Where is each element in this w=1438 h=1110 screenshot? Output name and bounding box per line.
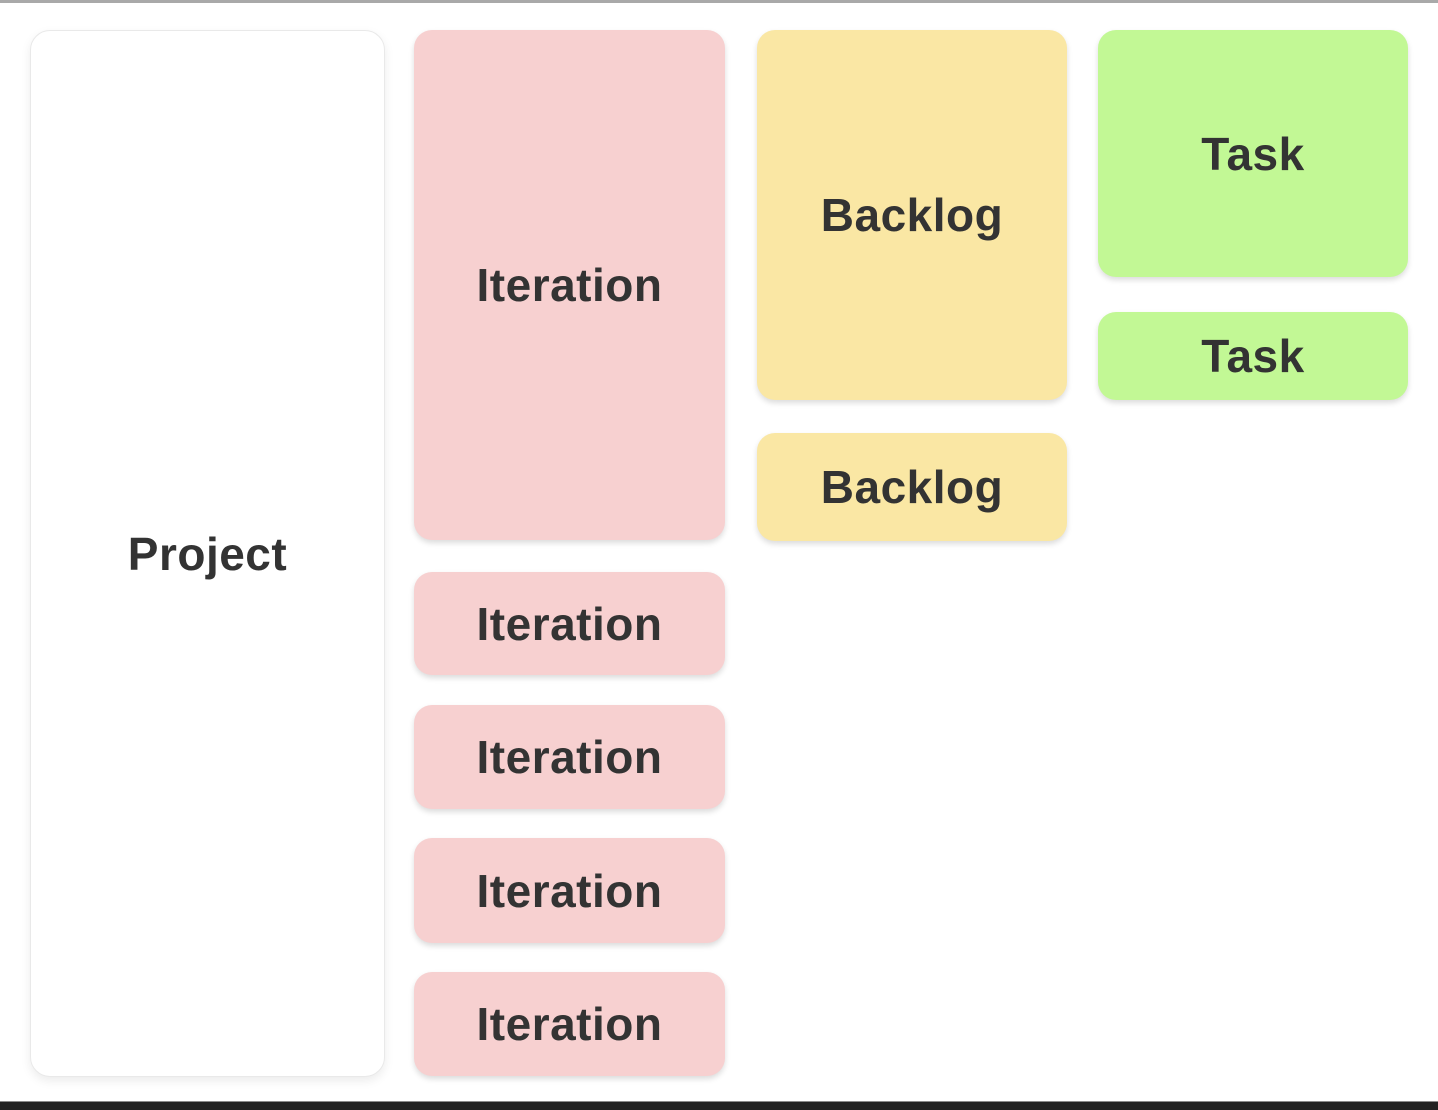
- iteration-card-label: Iteration: [476, 998, 663, 1050]
- project-card-label: Project: [127, 527, 288, 580]
- iteration-card-large[interactable]: Iteration: [414, 30, 725, 540]
- iteration-card-label: Iteration: [476, 597, 663, 650]
- backlog-card-large[interactable]: Backlog: [757, 30, 1067, 400]
- iteration-card-1[interactable]: Iteration: [414, 572, 725, 675]
- task-card-large[interactable]: Task: [1098, 30, 1408, 277]
- task-card-label: Task: [1201, 330, 1305, 382]
- iteration-card-label: Iteration: [476, 731, 663, 783]
- backlog-card-label: Backlog: [820, 189, 1004, 241]
- iteration-card-2[interactable]: Iteration: [414, 705, 725, 809]
- top-border-line: [0, 0, 1438, 3]
- task-card-label: Task: [1201, 127, 1305, 180]
- task-card-small[interactable]: Task: [1098, 312, 1408, 400]
- project-card[interactable]: Project: [30, 30, 385, 1077]
- iteration-card-label: Iteration: [476, 864, 663, 917]
- bottom-border-line: [0, 1101, 1438, 1110]
- backlog-card-label: Backlog: [820, 461, 1004, 513]
- iteration-card-3[interactable]: Iteration: [414, 838, 725, 943]
- iteration-card-4[interactable]: Iteration: [414, 972, 725, 1076]
- iteration-card-label: Iteration: [476, 259, 663, 311]
- backlog-card-small[interactable]: Backlog: [757, 433, 1067, 541]
